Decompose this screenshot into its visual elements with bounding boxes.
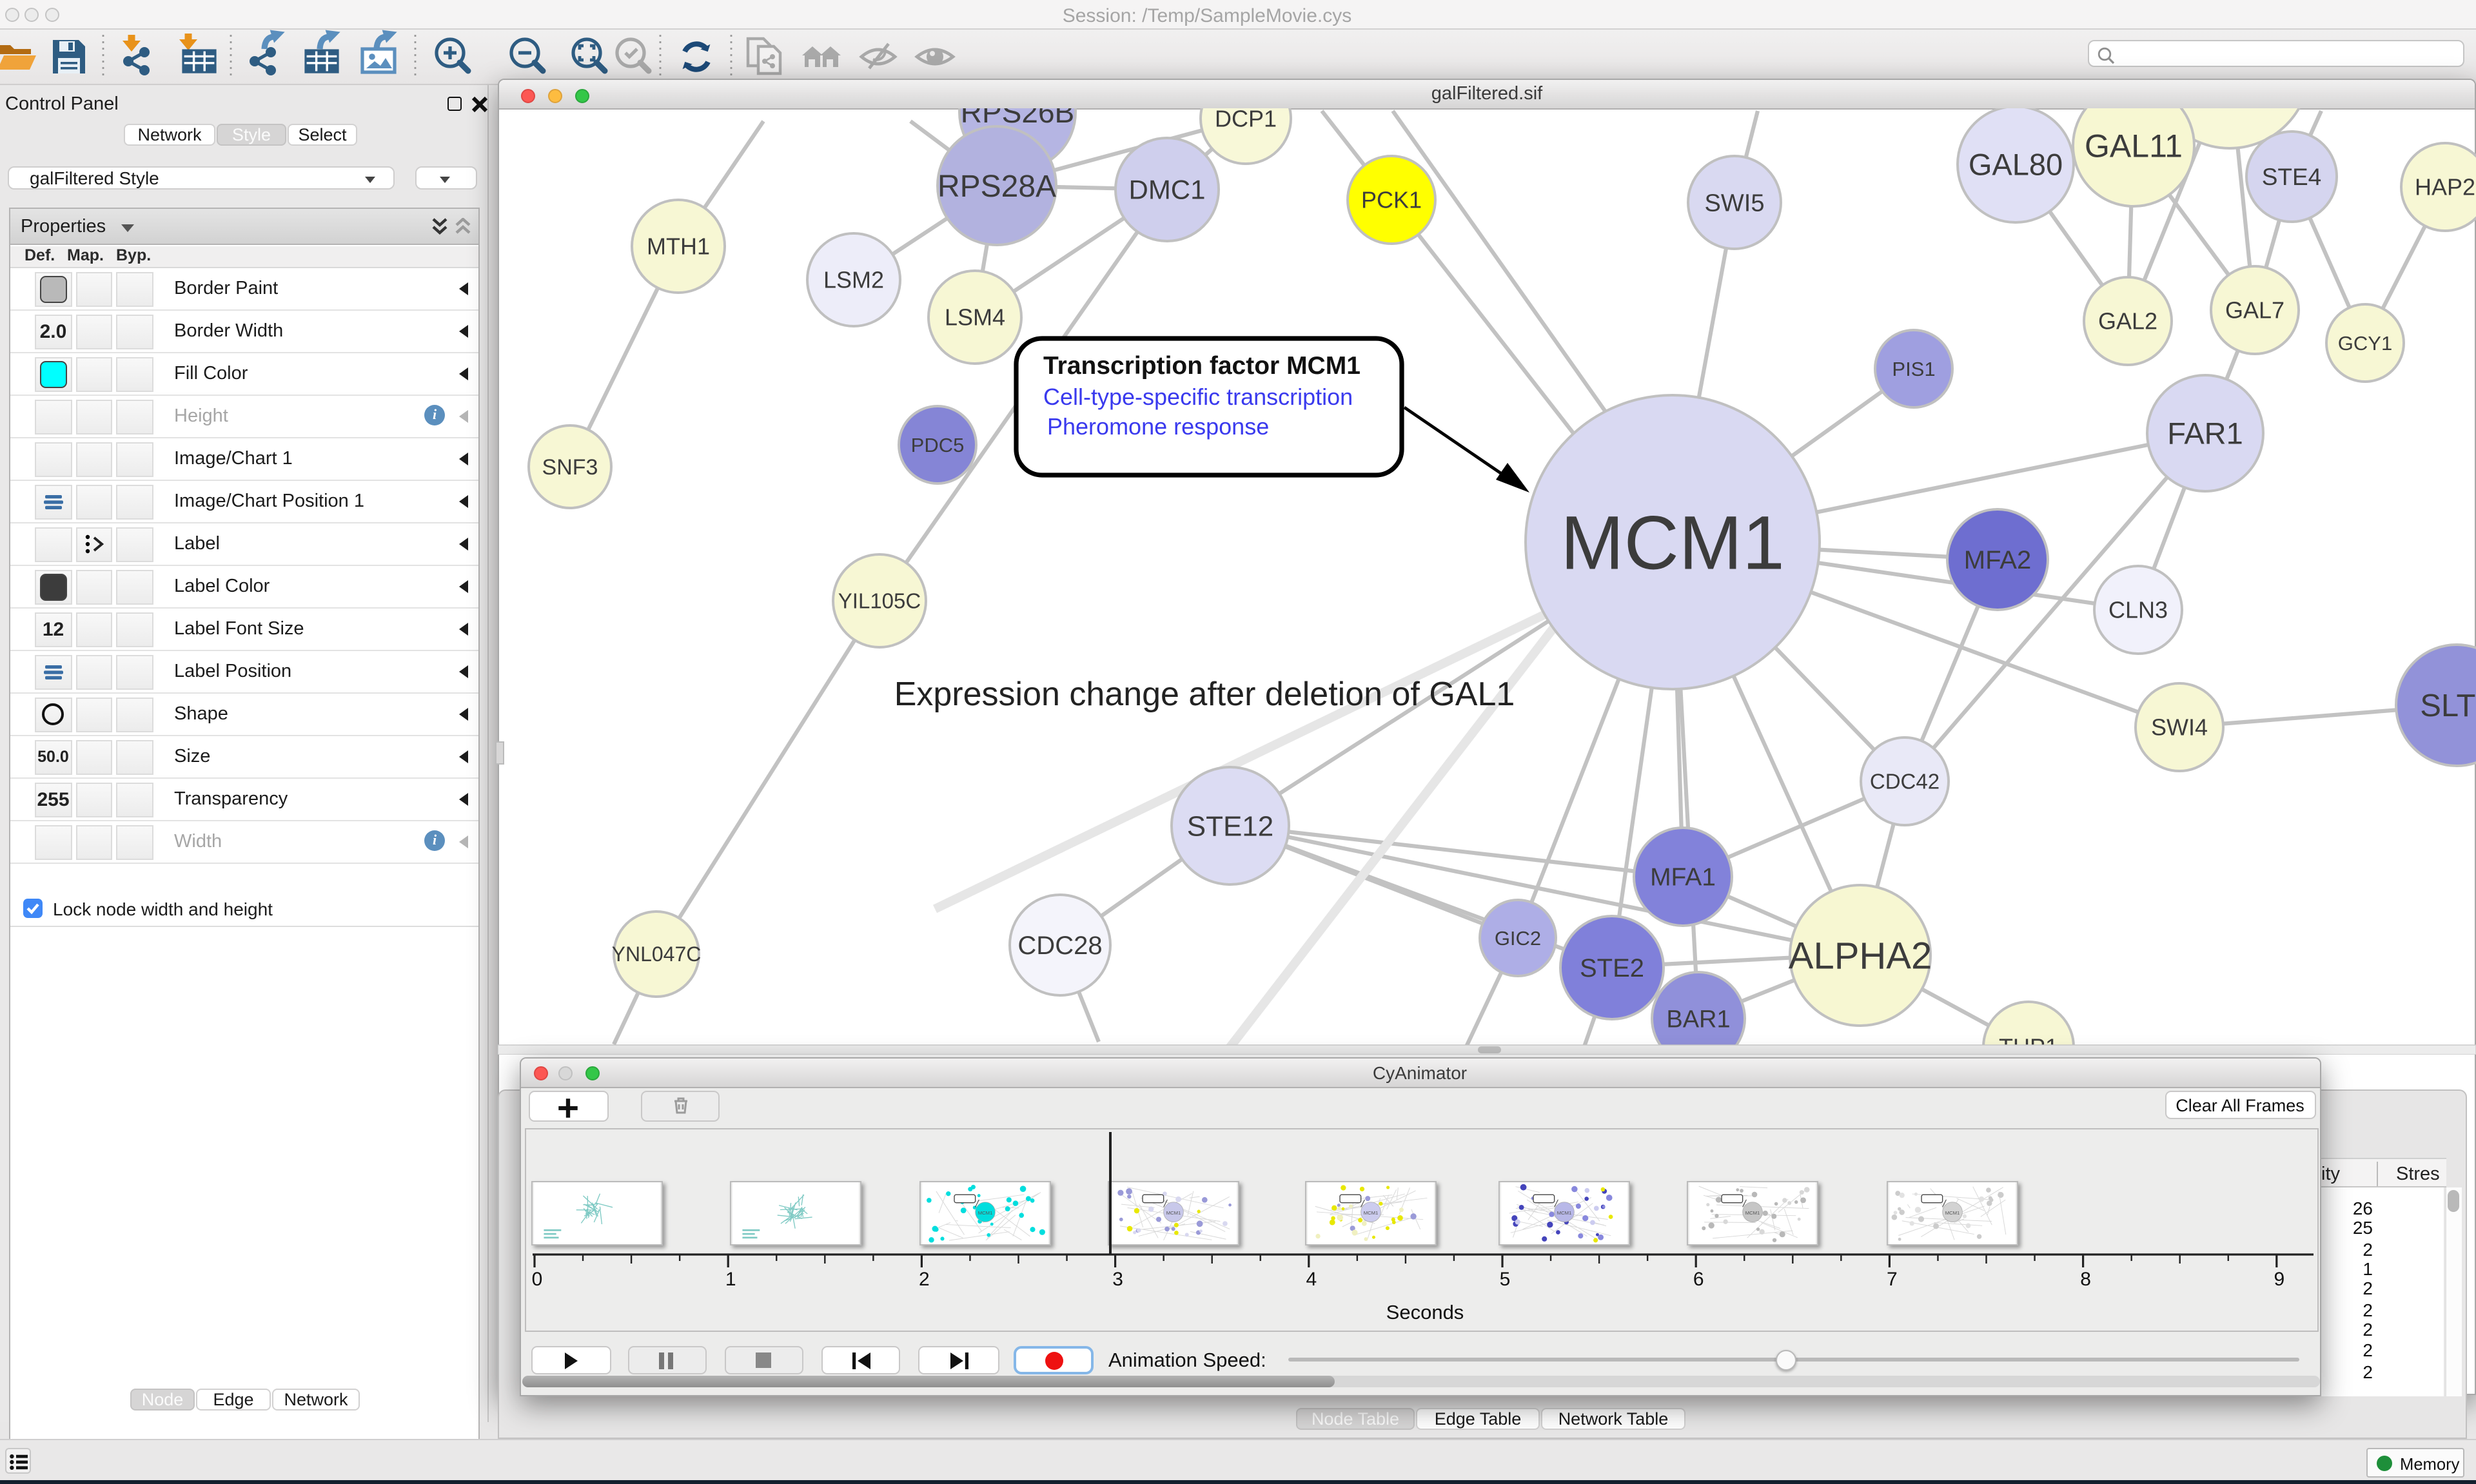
svg-text:MCM1: MCM1 — [1945, 1210, 1960, 1216]
svg-text:SWI4: SWI4 — [2151, 714, 2208, 741]
svg-text:SWI5: SWI5 — [1705, 190, 1765, 217]
svg-text:RPS28A: RPS28A — [938, 170, 1056, 204]
svg-text:CDC28: CDC28 — [1017, 932, 1102, 960]
svg-text:Cell-type-specific transcripti: Cell-type-specific transcription — [1043, 384, 1353, 410]
svg-text:3: 3 — [1112, 1268, 1123, 1289]
svg-text:8: 8 — [2079, 1268, 2090, 1289]
svg-text:MCM1: MCM1 — [1560, 500, 1784, 585]
svg-text:MCM1: MCM1 — [1745, 1210, 1760, 1216]
svg-text:MCM1: MCM1 — [1166, 1210, 1181, 1216]
svg-text:CLN3: CLN3 — [2108, 597, 2168, 623]
svg-text:MFA2: MFA2 — [1964, 546, 2031, 574]
svg-text:MTH1: MTH1 — [647, 233, 710, 260]
svg-text:GAL2: GAL2 — [2098, 308, 2157, 335]
svg-text:RPS26B: RPS26B — [961, 108, 1074, 129]
svg-text:5: 5 — [1499, 1268, 1510, 1289]
svg-text:GAL11: GAL11 — [2085, 128, 2183, 164]
svg-text:SNF3: SNF3 — [542, 455, 598, 480]
svg-text:Transcription factor MCM1: Transcription factor MCM1 — [1043, 352, 1361, 380]
svg-text:ALPHA2: ALPHA2 — [1789, 935, 1932, 977]
svg-text:YIL105C: YIL105C — [838, 589, 921, 613]
svg-text:PCK1: PCK1 — [1361, 187, 1422, 213]
svg-text:DMC1: DMC1 — [1128, 175, 1205, 205]
svg-text:7: 7 — [1886, 1268, 1897, 1289]
svg-text:HAP2: HAP2 — [2415, 174, 2475, 200]
svg-text:MFA1: MFA1 — [1650, 864, 1716, 892]
svg-text:LSM2: LSM2 — [823, 267, 884, 293]
svg-text:0: 0 — [531, 1268, 542, 1289]
svg-text:MCM1: MCM1 — [978, 1210, 993, 1216]
svg-text:PIS1: PIS1 — [1892, 358, 1935, 380]
svg-text:BAR1: BAR1 — [1666, 1006, 1730, 1033]
svg-text:STE12: STE12 — [1187, 810, 1274, 842]
svg-text:4: 4 — [1305, 1268, 1316, 1289]
svg-text:Expression change after deleti: Expression change after deletion of GAL1 — [894, 676, 1515, 713]
svg-text:Pheromone response: Pheromone response — [1047, 413, 1269, 440]
svg-text:STE4: STE4 — [2262, 164, 2322, 190]
svg-text:LSM4: LSM4 — [945, 304, 1005, 331]
svg-text:PDC5: PDC5 — [911, 434, 965, 456]
svg-text:GAL7: GAL7 — [2225, 297, 2284, 324]
svg-text:MCM1: MCM1 — [1557, 1210, 1572, 1216]
svg-text:1: 1 — [725, 1268, 736, 1289]
svg-text:9: 9 — [2273, 1268, 2284, 1289]
svg-text:GIC2: GIC2 — [1495, 927, 1541, 950]
svg-text:6: 6 — [1693, 1268, 1704, 1289]
svg-text:SLT2: SLT2 — [2420, 688, 2476, 723]
svg-text:Seconds: Seconds — [1386, 1300, 1464, 1323]
svg-text:FAR1: FAR1 — [2167, 416, 2243, 450]
svg-text:CDC42: CDC42 — [1870, 770, 1940, 794]
svg-text:2: 2 — [918, 1268, 929, 1289]
svg-text:YNL047C: YNL047C — [612, 942, 702, 966]
svg-text:MCM1: MCM1 — [1363, 1210, 1378, 1216]
svg-text:DCP1: DCP1 — [1215, 108, 1277, 132]
svg-text:STE2: STE2 — [1580, 954, 1644, 982]
svg-text:GCY1: GCY1 — [2338, 332, 2392, 355]
svg-text:GAL80: GAL80 — [1969, 147, 2063, 181]
